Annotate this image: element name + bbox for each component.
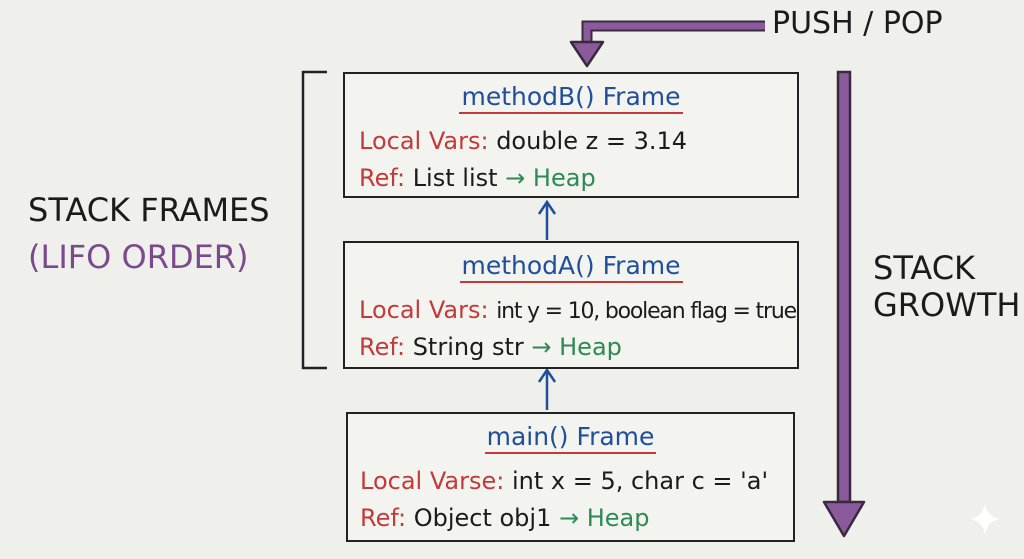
methoda-frame: methodA() Frame Local Vars: int y = 10, … (343, 241, 799, 369)
frame-title: methodB() Frame (345, 82, 797, 114)
frame-locals-row: Local Varse: int x = 5, char c = 'a' (360, 467, 769, 495)
ref-label: Ref (359, 333, 397, 361)
ref-label: Ref (359, 164, 397, 192)
frame-ref-row: Ref: Object obj1 → Heap (360, 504, 650, 532)
frame-title: main() Frame (348, 422, 793, 454)
main-frame: main() Frame Local Varse: int x = 5, cha… (346, 412, 795, 542)
ref-value: Object obj1 (413, 504, 552, 532)
stack-growth-arrowhead (822, 500, 866, 538)
stack-growth-line-1: STACK (873, 249, 976, 287)
ref-value: String str (412, 333, 524, 361)
locals-label: Local Vars (359, 296, 481, 324)
locals-value: int x = 5, char c = 'a' (511, 467, 769, 495)
locals-value: double z = 3.14 (496, 127, 688, 155)
sparkle-icon (970, 503, 1000, 535)
methodb-frame: methodB() Frame Local Vars: double z = 3… (343, 72, 799, 198)
stack-growth-line-2: GROWTH (873, 285, 1021, 324)
stack-frames-title: STACK FRAMES (28, 191, 270, 229)
arrow-right-icon: → (531, 333, 552, 361)
locals-value: int y = 10, boolean flag = true (496, 299, 797, 324)
frame-locals-row: Local Vars: double z = 3.14 (359, 127, 688, 155)
frame-link-arrow (537, 199, 557, 240)
ref-value: List list (412, 164, 498, 192)
stack-growth-label: STACK GROWTH (873, 250, 1020, 324)
frame-ref-row: Ref: List list → Heap (359, 164, 596, 192)
arrow-right-icon: → (558, 504, 580, 532)
stack-frames-label: STACK FRAMES (LIFO ORDER) (28, 192, 270, 276)
arrow-right-icon: → (505, 164, 526, 192)
locals-label: Local Varse (360, 467, 497, 495)
stack-growth-arrow-shaft (836, 70, 852, 504)
frame-locals-row: Local Vars: int y = 10, boolean flag = t… (359, 296, 797, 324)
heap-target: Heap (532, 164, 596, 192)
left-bracket (301, 70, 327, 370)
heap-target: Heap (586, 504, 650, 532)
locals-label: Local Vars (359, 127, 481, 155)
heap-target: Heap (559, 333, 622, 361)
push-pop-arrowhead (569, 40, 605, 68)
frame-title: methodA() Frame (345, 251, 797, 283)
frame-ref-row: Ref: String str → Heap (359, 333, 622, 361)
frame-link-arrow (537, 367, 557, 410)
ref-label: Ref (360, 504, 398, 532)
lifo-order-label: (LIFO ORDER) (28, 237, 249, 276)
push-pop-label: PUSH / POP (772, 6, 943, 41)
